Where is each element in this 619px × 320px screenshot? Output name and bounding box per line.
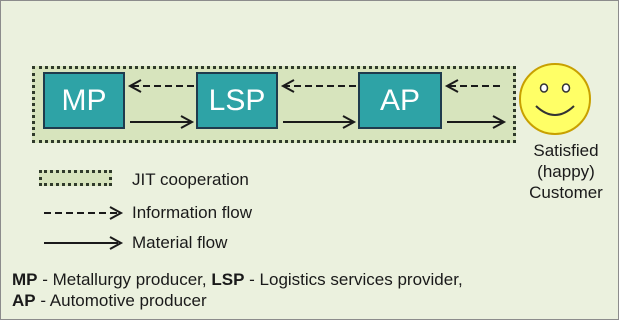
material-arrow-ap-to-customer (447, 115, 507, 129)
material-arrow-mp-to-lsp (130, 115, 195, 129)
abbr-code-lsp: LSP (211, 270, 245, 289)
info-arrow-ap-to-lsp (280, 79, 356, 93)
customer-label-line2: (happy) (537, 162, 595, 181)
legend-material-arrow-sample (44, 236, 124, 250)
info-arrow-lsp-to-mp (127, 79, 194, 93)
abbr-text-ap: - Automotive producer (35, 291, 207, 310)
abbr-code-mp: MP (12, 270, 38, 289)
customer-label-line1: Satisfied (533, 141, 599, 160)
legend-info-label: Information flow (132, 203, 252, 222)
smiley-face-icon (519, 63, 591, 135)
abbreviation-line-1: MP - Metallurgy producer, LSP - Logistic… (12, 270, 463, 290)
abbr-text-lsp: - Logistics services provider, (244, 270, 463, 289)
abbreviation-line-2: AP - Automotive producer (12, 291, 207, 311)
abbr-text-mp: - Metallurgy producer, (37, 270, 212, 289)
abbr-code-ap: AP (12, 291, 36, 310)
node-ap: AP (358, 72, 442, 129)
legend-material-label: Material flow (132, 233, 228, 252)
legend-info-arrow-sample (44, 206, 124, 220)
customer-label-line3: Customer (529, 183, 603, 202)
node-lsp: LSP (196, 72, 278, 129)
legend-jit-swatch (39, 170, 112, 186)
info-arrow-customer-to-ap (444, 79, 500, 93)
legend-jit-label: JIT cooperation (132, 170, 249, 189)
material-arrow-lsp-to-ap (283, 115, 357, 129)
node-mp: MP (43, 72, 125, 129)
customer-label: Satisfied (happy) Customer (513, 140, 619, 203)
